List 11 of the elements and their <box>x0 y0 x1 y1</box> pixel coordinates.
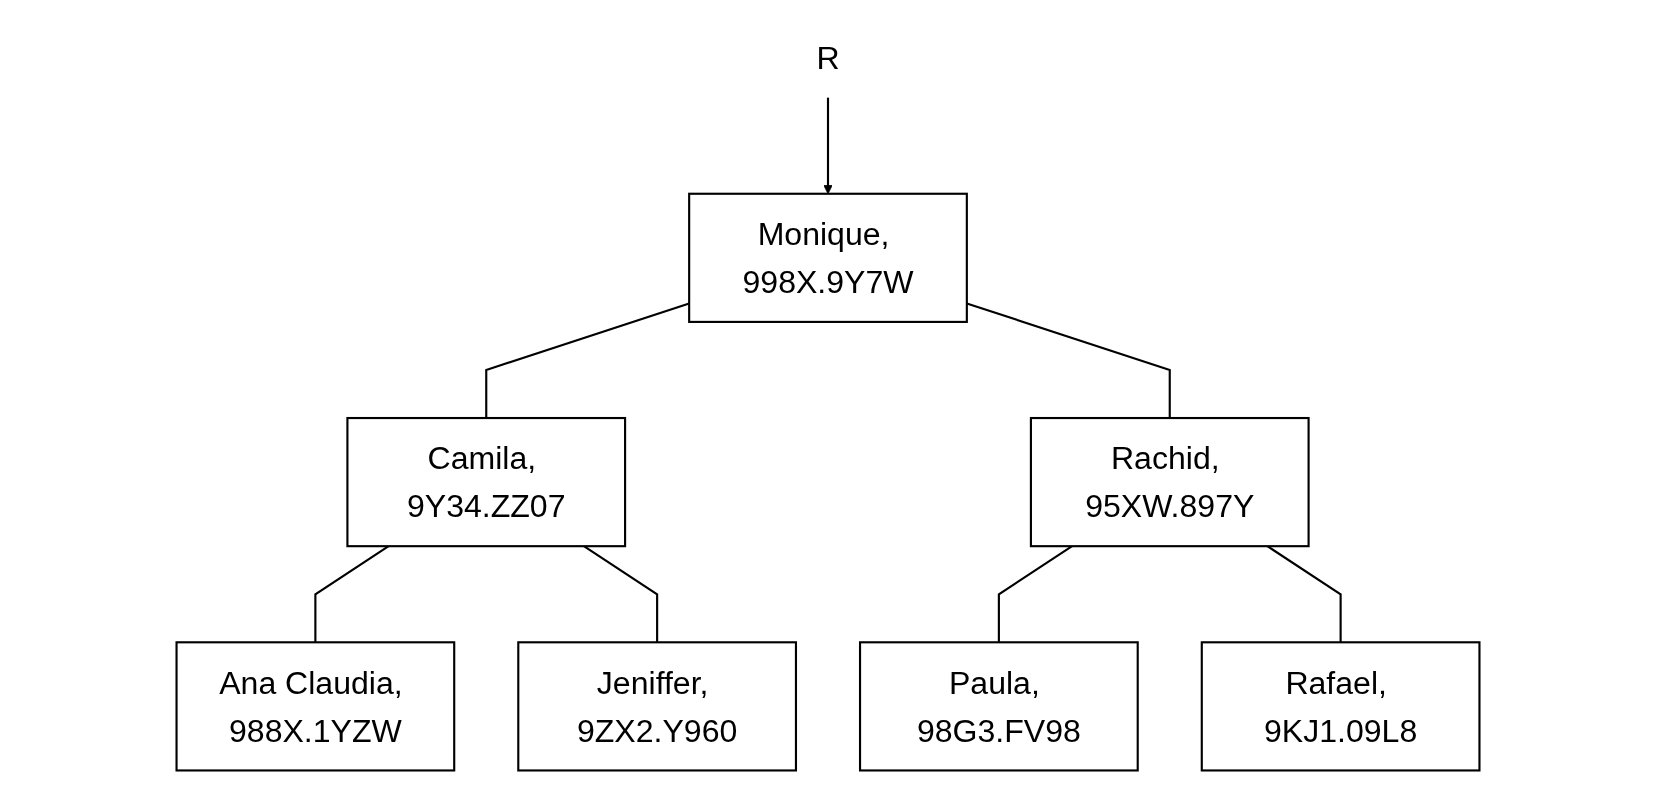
node-box: Ana Claudia, 988X.1YZW <box>175 640 456 772</box>
node-text: R <box>816 39 840 75</box>
node-box: Rachid, 95XW.897Y <box>1029 416 1310 547</box>
node-box: Rafael, 9KJ1.09L8 <box>1200 640 1481 772</box>
node-box: Paula, 98G3.FV98 <box>858 640 1139 772</box>
node-box: Jeniffer, 9ZX2.Y960 <box>517 640 798 772</box>
node-box: Camila, 9Y34.ZZ07 <box>346 416 627 547</box>
connector <box>485 301 690 418</box>
connector <box>966 301 1171 418</box>
node-box: Monique, 998X.9Y7W <box>688 192 968 323</box>
arrow <box>823 97 833 194</box>
